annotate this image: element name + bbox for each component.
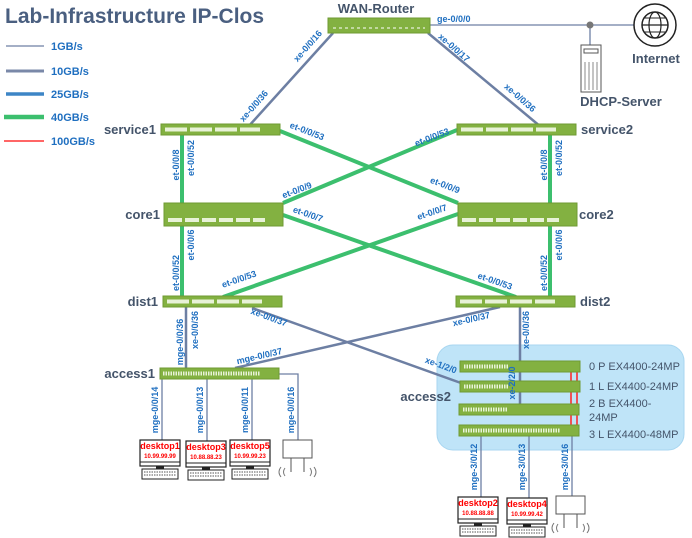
desktop-name: desktop4 (507, 499, 547, 509)
port-label: et-0/0/53 (413, 126, 450, 148)
stack-label: 24MP (589, 412, 618, 424)
link-dist2-access1 (234, 305, 501, 370)
port-label: mge-0/0/13 (195, 387, 205, 434)
desktop-desktop5[interactable]: desktop5 10.99.99.23 (229, 439, 271, 480)
access2-stack[interactable] (458, 360, 581, 437)
desktop-name: desktop1 (140, 441, 180, 451)
dist2-switch[interactable] (455, 295, 576, 308)
desktop-ip: 10.88.88.88 (462, 511, 494, 517)
port-label: mge-3/0/16 (560, 444, 570, 491)
stack-label: 1 L EX4400-24MP (589, 381, 678, 393)
port-label: et-0/0/8 (539, 149, 549, 180)
port-label: et-0/0/6 (186, 229, 196, 260)
port-label: xe-0/0/36 (237, 88, 269, 123)
service1-switch[interactable] (160, 123, 281, 136)
port-label: et-0/0/52 (186, 140, 196, 176)
link-junction (586, 21, 594, 29)
desktop-desktop1[interactable]: desktop1 10.99.99.99 (139, 439, 181, 480)
stack-member-0 (459, 360, 581, 373)
access2-label: access2 (400, 389, 451, 404)
port-label: xe-0/0/17 (436, 31, 471, 63)
desktop-ip: 10.88.88.23 (190, 455, 222, 461)
service2-switch[interactable] (456, 123, 577, 136)
legend-label: 100GB/s (51, 136, 95, 148)
port-label: mge-3/0/13 (517, 444, 527, 491)
core2-label: core2 (579, 207, 614, 222)
core1-switch[interactable] (163, 202, 284, 227)
desktop-ip: 10.99.99.23 (234, 454, 266, 460)
wan-router[interactable] (327, 17, 431, 34)
port-label: et-0/0/52 (539, 255, 549, 291)
port-label: mge-0/0/11 (240, 387, 250, 433)
port-label: xe-0/0/36 (190, 311, 200, 349)
dhcp-server-label: DHCP-Server (580, 94, 662, 109)
access1-switch[interactable] (159, 367, 280, 380)
link-dist1-access2 (251, 306, 462, 385)
port-label: et-0/0/6 (554, 229, 564, 260)
link-wan-service1 (247, 32, 334, 128)
diagram-title: Lab-Infrastructure IP-Clos (5, 5, 264, 28)
service2-label: service2 (581, 122, 633, 137)
stack-member-1 (459, 380, 581, 393)
link-core2-dist1 (222, 212, 459, 299)
stack-member-2 (458, 403, 580, 416)
port-label: ge-0/0/0 (437, 14, 471, 24)
legend: 1GB/s 10GB/s 25GB/s 40GB/s 100GB/s (4, 41, 95, 148)
stack-label: 3 L EX4400-48MP (589, 429, 678, 441)
port-label: xe-2/2/0 (507, 366, 517, 399)
access1-label: access1 (104, 366, 155, 381)
port-label: et-0/0/53 (288, 120, 325, 142)
dist1-switch[interactable] (162, 295, 283, 308)
links (161, 21, 635, 498)
desktop-desktop2[interactable]: desktop2 10.88.88.88 (457, 496, 499, 537)
port-label: et-0/0/8 (171, 149, 181, 180)
stack-label: 0 P EX4400-24MP (589, 361, 680, 373)
desktop-ip: 10.99.99.99 (144, 454, 176, 460)
port-label: et-0/0/52 (554, 140, 564, 176)
port-label: xe-0/0/37 (249, 306, 288, 328)
dist1-label: dist1 (128, 294, 158, 309)
desktop-name: desktop2 (458, 498, 498, 508)
desktop-ip: 10.99.99.42 (511, 512, 543, 518)
link-wan-service2 (427, 32, 542, 128)
wan-router-label: WAN-Router (338, 1, 415, 16)
internet-globe-icon (633, 3, 677, 47)
service1-label: service1 (104, 122, 156, 137)
internet-label: Internet (632, 51, 680, 66)
desktop-desktop4[interactable]: desktop4 10.99.99.42 (506, 497, 548, 538)
stack-label: 2 B EX4400- (589, 398, 652, 410)
port-label: xe-0/0/16 (291, 28, 323, 63)
legend-label: 25GB/s (51, 89, 89, 101)
port-label: mge-0/0/14 (150, 387, 160, 434)
access-point-icon[interactable] (551, 495, 590, 534)
legend-label: 1GB/s (51, 41, 83, 53)
port-label: mge-0/0/36 (175, 319, 185, 366)
access-point-icon[interactable] (278, 439, 317, 478)
dist2-label: dist2 (580, 294, 610, 309)
desktop-name: desktop5 (230, 441, 270, 451)
core2-switch[interactable] (457, 202, 578, 227)
dhcp-server-icon[interactable] (580, 44, 602, 93)
desktop-desktop3[interactable]: desktop3 10.88.88.23 (185, 440, 227, 481)
port-label: et-0/0/52 (171, 255, 181, 291)
port-label: mge-0/0/16 (286, 387, 296, 434)
legend-label: 40GB/s (51, 112, 89, 124)
desktop-name: desktop3 (186, 442, 226, 452)
port-label: xe-0/0/36 (521, 311, 531, 349)
core1-label: core1 (125, 207, 160, 222)
link-service2-core1 (282, 128, 458, 205)
link-core1-dist2 (282, 213, 517, 299)
port-label: mge-3/0/12 (469, 444, 479, 491)
legend-label: 10GB/s (51, 66, 89, 78)
